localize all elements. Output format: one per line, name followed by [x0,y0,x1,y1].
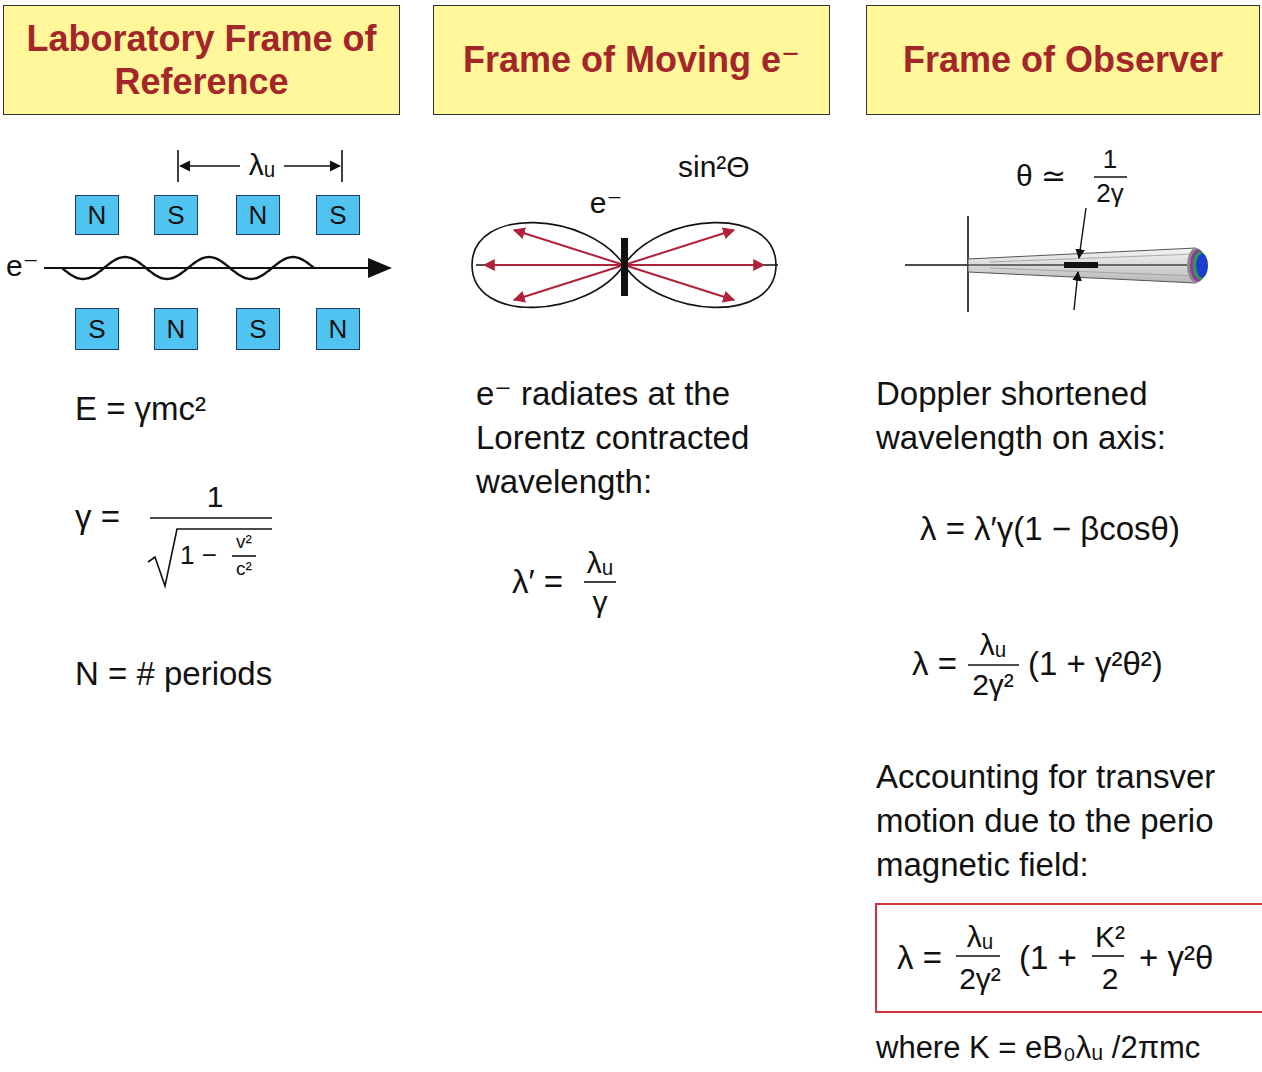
pole-letter: N [88,202,107,228]
formula-term: λᵤ [980,628,1006,663]
pole-letter: S [329,202,346,228]
pole-letter: N [167,316,186,342]
formula-term: θ ≃ [1016,159,1066,194]
formula-term: c² [236,558,252,580]
header-text: Laboratory Frame of Reference [12,17,391,103]
formula-term: λ = [897,939,942,977]
magnet-pole: N [154,308,198,350]
formula-term: 2 [1102,962,1119,997]
pole-letter: N [329,316,348,342]
formula-term: + γ²θ [1139,939,1213,977]
radiation-cone [905,208,1208,312]
magnet-pole: S [316,195,360,235]
formula-term: v² [236,531,252,553]
formula-term: 2γ² [959,962,1001,997]
frame-header: Laboratory Frame of Reference [3,5,400,115]
note-text: N = # periods [75,655,272,693]
description-text: Accounting for transver motion due to th… [876,755,1256,887]
result-formula-box: λ = λᵤ 2γ² (1 + K² 2 + γ²θ [875,903,1262,1013]
formula-term: λ′ = [512,563,563,601]
formula-term: γ [593,585,608,620]
pole-letter: N [249,202,268,228]
formula-term: 1 [207,480,224,515]
electron-label: e⁻ [590,186,623,221]
energy-formula: E = γmc² [75,390,206,428]
header-text: Frame of Observer [903,38,1223,81]
formula-term: 1 − [180,541,217,571]
frame-header: Frame of Observer [866,5,1260,115]
formula-term: 2γ² [972,668,1014,703]
formula-term: K² [1095,920,1125,955]
formula-term: 2γ [1096,179,1123,209]
formula-term: λᵤ [587,546,613,581]
formula-term: γ = [75,498,120,536]
description-text: Doppler shortened wavelength on axis: [876,372,1206,460]
magnet-pole: N [236,195,280,235]
dipole-pattern [472,223,778,308]
magnet-pole: S [236,308,280,350]
electron-label: e⁻ [6,249,39,284]
pole-letter: S [88,316,105,342]
doppler-formula: λ = λ′γ(1 − βcosθ) [920,510,1180,548]
magnet-pole: N [316,308,360,350]
fraction-bars [956,177,1127,956]
gamma-formula-strokes [148,518,272,586]
frame-header: Frame of Moving e⁻ [433,5,830,115]
description-text: e⁻ radiates at the Lorentz contracted wa… [476,372,816,504]
period-label: λᵤ [249,148,275,183]
formula-term: (1 + γ²θ²) [1028,645,1163,683]
formula-term: λ = [912,645,957,683]
magnet-pole: S [154,195,198,235]
definition-text: where K = eB₀λᵤ /2πmc [876,1030,1200,1066]
header-text: Frame of Moving e⁻ [463,38,800,81]
pattern-label: sin²Θ [678,150,750,185]
magnet-pole: S [75,308,119,350]
formula-term: λᵤ [967,920,993,955]
formula-term: (1 + [1019,939,1077,977]
pole-letter: S [249,316,266,342]
magnet-pole: N [75,195,119,235]
formula-term: 1 [1103,145,1117,175]
pole-letter: S [167,202,184,228]
fraction-bar [584,581,616,583]
electron-trajectory [44,257,392,279]
